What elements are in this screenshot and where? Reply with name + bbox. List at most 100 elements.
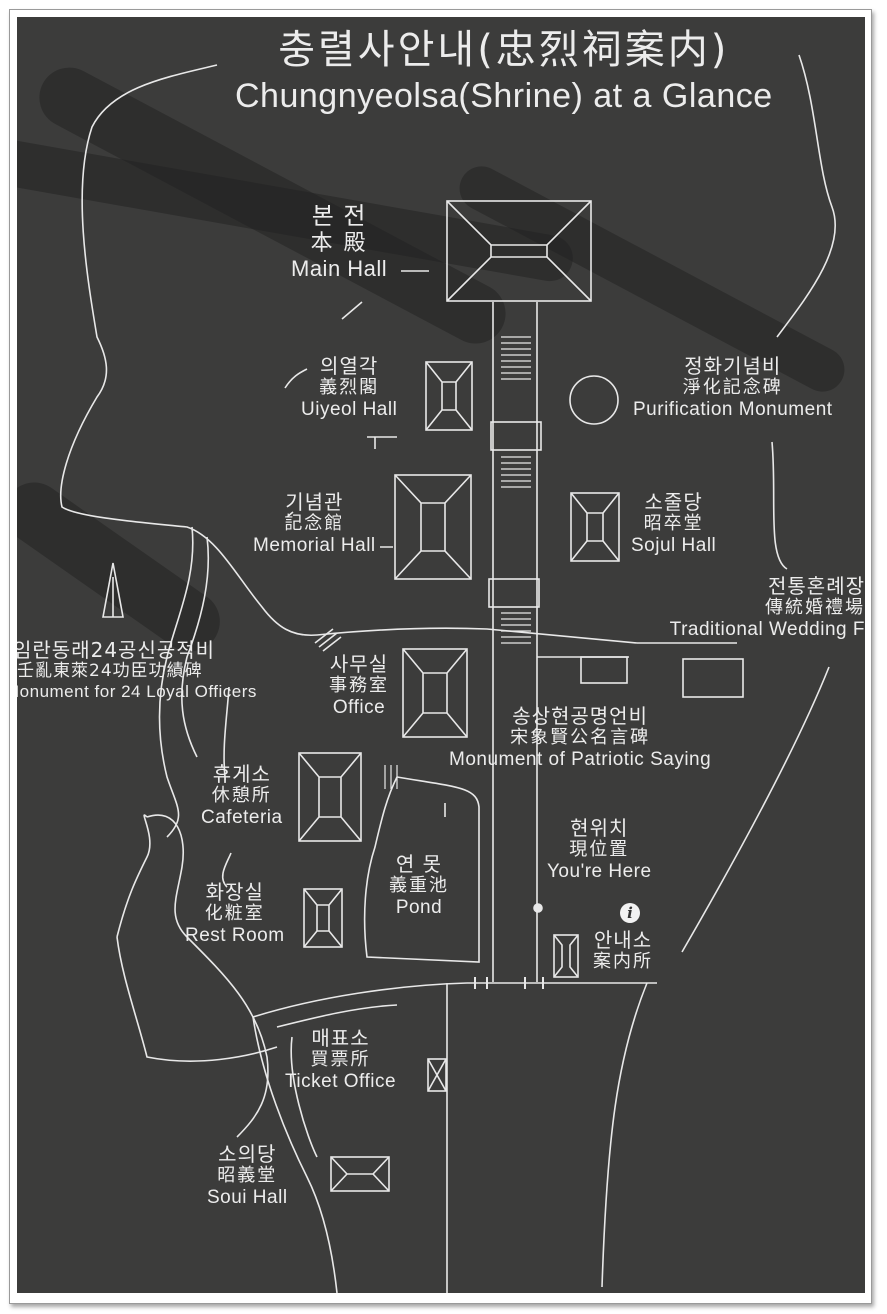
main-hall-korean: 본 전 [311,202,367,230]
label-monument-24-officers: 임란동래24공신공적비 壬亂東萊24功臣功績碑 Monument for 24 … [17,639,257,701]
wedding-hanja: 傳統婚禮場 [765,597,865,618]
patriotic-saying-korean: 송상현공명언비 [512,704,648,728]
purification-hanja: 淨化記念碑 [682,377,783,398]
label-soui-hall: 소의당 昭義堂 Soui Hall [207,1143,288,1209]
ticket-office-korean: 매표소 [311,1026,370,1050]
west-path-line [181,536,210,758]
office-building [402,648,468,738]
patriotic-saying-english: Monument of Patriotic Saying [449,748,712,770]
label-patriotic-saying: 송상현공명언비 宋象賢公名言碑 Monument of Patriotic Sa… [449,705,711,771]
entrance-road [276,1004,398,1028]
you-are-here-korean: 현위치 [570,816,629,840]
entrance-road [252,982,468,1018]
east-boundary-line [776,54,837,338]
west-path-line [146,814,269,1138]
east-boundary-line [681,666,830,953]
soui-hall-korean: 소의당 [218,1142,277,1166]
label-memorial-hall: 기념관 記念館 Memorial Hall [253,491,376,557]
rest-room-english: Rest Room [185,924,285,946]
ticket-office-building [427,1058,447,1092]
label-rest-room: 화장실 化粧室 Rest Room [185,881,285,947]
pond-outline [363,776,480,963]
purification-monument-marker [569,375,619,425]
entrance-road [290,1036,318,1158]
purification-english: Purification Monument [633,398,833,420]
gate [490,421,542,451]
site-boundary-line [59,64,638,644]
label-you-are-here: 현위치 現位置 You're Here [547,817,652,883]
monument-24-korean: 임란동래24공신공적비 [17,638,216,662]
stairs [314,628,342,652]
leader-line [222,852,232,888]
soui-hall-english: Soui Hall [207,1186,288,1208]
site-map-drawing [59,54,837,1293]
label-cafeteria: 휴게소 休憩所 Cafeteria [201,763,283,829]
north-arrow [102,562,124,618]
pond-hanja: 義重池 [389,875,449,896]
uiyeol-hall-korean: 의열각 [320,354,379,378]
road-dashes [474,977,544,989]
sojul-hall-building [570,492,620,562]
ticket-office-hanja: 買票所 [310,1049,371,1070]
pond-english: Pond [395,896,443,918]
you-are-here-marker [533,903,543,913]
stairs [501,336,531,644]
information-korean: 안내소 [593,928,653,952]
info-icon: i [620,903,640,923]
you-are-here-hanja: 現位置 [569,839,630,860]
you-are-here-english: You're Here [547,860,652,882]
pond-korean: 연 못 [395,852,443,876]
leader-line [341,270,429,320]
uiyeol-hall-english: Uiyeol Hall [301,398,398,420]
memorial-hall-building [394,474,472,580]
wedding-english: Traditional Wedding F [669,618,865,640]
entrance-road [601,982,648,1288]
gate [488,578,540,608]
office-korean: 사무실 [329,652,389,676]
uiyeol-hall-building [425,361,473,431]
leader-line [223,686,230,778]
main-hall-building [446,200,592,302]
west-path-line [158,526,194,838]
ticket-office-english: Ticket Office [285,1070,397,1092]
leader-line [284,368,308,389]
main-hall-hanja: 本 殿 [310,230,368,256]
office-hanja: 事務室 [329,675,389,696]
label-office: 사무실 事務室 Office [329,653,389,719]
rest-room-korean: 화장실 [205,880,264,904]
label-pond: 연 못 義重池 Pond [389,853,449,919]
uiyeol-hall-hanja: 義烈閣 [319,377,380,398]
label-purification-monument: 정화기념비 淨化記念碑 Purification Monument [633,355,833,421]
office-english: Office [332,696,386,718]
west-path-line [116,814,151,938]
sojul-hall-korean: 소줄당 [644,490,703,514]
monument-24-hanja: 壬亂東萊24功臣功績碑 [17,661,203,681]
label-ticket-office: 매표소 買票所 Ticket Office [285,1027,396,1093]
entrance-road [252,1016,338,1293]
cafeteria-korean: 휴게소 [212,762,271,786]
cafeteria-building [298,752,362,842]
title-korean: 충렬사안내(忠烈祠案内) [278,27,730,73]
rest-room-building [303,888,343,948]
wedding-korean: 전통혼례장 [768,574,865,598]
main-hall-english: Main Hall [291,255,388,281]
leader-line [367,436,397,449]
soui-hall-building [330,1156,390,1192]
title-english: Chungnyeolsa(Shrine) at a Glance [235,77,773,115]
wedding-hall-building [580,656,628,684]
sojul-hall-hanja: 昭卒堂 [643,513,704,534]
label-traditional-wedding: 전통혼례장 傳統婚禮場 Traditional Wedding F [670,575,865,641]
label-sojul-hall: 소줄당 昭卒堂 Sojul Hall [631,491,716,557]
label-uiyeol-hall: 의열각 義烈閣 Uiyeol Hall [301,355,397,421]
purification-korean: 정화기념비 [684,354,782,378]
information-hanja: 案内所 [593,951,653,972]
information-building [553,934,579,978]
memorial-hall-hanja: 記念館 [284,513,345,534]
stairs [384,765,398,789]
label-main-hall: 본 전 本 殿 Main Hall [291,202,388,281]
sojul-hall-english: Sojul Hall [631,534,717,556]
label-information: 안내소 案内所 [593,929,653,973]
map-title: 충렬사안내(忠烈祠案内) Chungnyeolsa(Shrine) at a G… [235,27,773,116]
stone-map-plaque: 충렬사안내(忠烈祠案内) Chungnyeolsa(Shrine) at a G… [17,17,865,1293]
memorial-hall-english: Memorial Hall [253,534,376,556]
